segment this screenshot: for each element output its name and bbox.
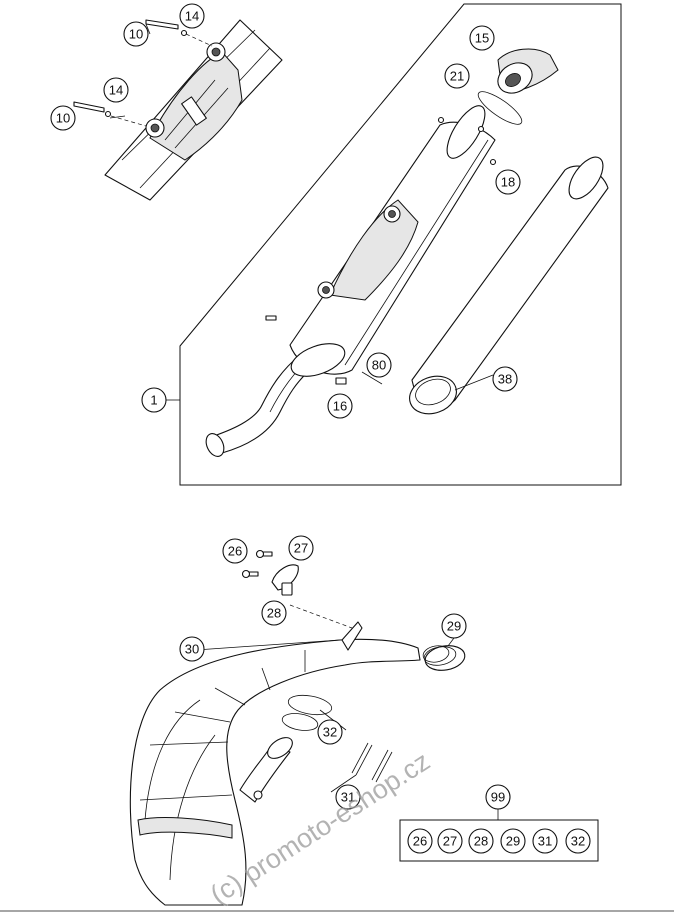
callout-14-left: 14 bbox=[103, 77, 129, 103]
svg-text:21: 21 bbox=[450, 69, 464, 84]
kit-box bbox=[399, 819, 599, 862]
kit-item-26: 26 bbox=[407, 828, 433, 854]
callout-80: 80 bbox=[366, 352, 392, 378]
svg-text:18: 18 bbox=[501, 175, 515, 190]
svg-text:27: 27 bbox=[443, 834, 457, 849]
svg-text:14: 14 bbox=[185, 9, 199, 24]
svg-text:30: 30 bbox=[185, 642, 199, 657]
callout-31: 31 bbox=[335, 784, 361, 810]
silencer-assembly bbox=[205, 105, 497, 457]
svg-text:29: 29 bbox=[506, 834, 520, 849]
svg-text:10: 10 bbox=[129, 27, 143, 42]
callout-15: 15 bbox=[469, 25, 495, 51]
svg-text:15: 15 bbox=[475, 31, 489, 46]
svg-text:26: 26 bbox=[413, 834, 427, 849]
kit-item-32: 32 bbox=[565, 828, 591, 854]
svg-text:26: 26 bbox=[228, 544, 242, 559]
svg-text:28: 28 bbox=[267, 606, 281, 621]
callout-10-top: 10 bbox=[123, 21, 149, 47]
assembly-frame bbox=[179, 3, 622, 486]
svg-text:31: 31 bbox=[538, 834, 552, 849]
callout-27: 27 bbox=[288, 535, 314, 561]
callout-21: 21 bbox=[444, 63, 470, 89]
packing-tube bbox=[409, 156, 609, 415]
callout-26: 26 bbox=[222, 538, 248, 564]
callout-30: 30 bbox=[179, 636, 205, 662]
kit-item-29: 29 bbox=[500, 828, 526, 854]
callout-1: 1 bbox=[141, 387, 167, 413]
callout-99: 99 bbox=[485, 784, 511, 810]
svg-text:31: 31 bbox=[341, 790, 355, 805]
callout-28: 28 bbox=[261, 600, 287, 626]
o-ring bbox=[477, 91, 523, 125]
callout-14-top: 14 bbox=[179, 3, 205, 29]
svg-text:14: 14 bbox=[109, 83, 123, 98]
kit-item-27: 27 bbox=[437, 828, 463, 854]
bracket-parts bbox=[241, 549, 299, 596]
svg-text:29: 29 bbox=[447, 619, 461, 634]
svg-text:99: 99 bbox=[491, 790, 505, 805]
callout-38: 38 bbox=[492, 366, 518, 392]
springs bbox=[351, 742, 393, 783]
callout-32: 32 bbox=[317, 719, 343, 745]
svg-text:32: 32 bbox=[571, 834, 585, 849]
svg-text:10: 10 bbox=[56, 111, 70, 126]
kit-item-31: 31 bbox=[532, 828, 558, 854]
svg-text:1: 1 bbox=[150, 393, 157, 408]
svg-text:38: 38 bbox=[498, 372, 512, 387]
svg-text:28: 28 bbox=[474, 834, 488, 849]
end-cap bbox=[497, 48, 559, 94]
callout-29: 29 bbox=[441, 613, 467, 639]
exhaust-pipe bbox=[129, 604, 421, 906]
callout-16: 16 bbox=[327, 393, 353, 419]
gasket-ring bbox=[287, 694, 333, 716]
mount-detail-inset bbox=[73, 19, 283, 201]
svg-text:32: 32 bbox=[323, 725, 337, 740]
svg-text:16: 16 bbox=[333, 399, 347, 414]
kit-item-28: 28 bbox=[468, 828, 494, 854]
callout-10-left: 10 bbox=[50, 105, 76, 131]
svg-text:27: 27 bbox=[294, 541, 308, 556]
rubber-sleeve bbox=[422, 645, 466, 671]
callout-18: 18 bbox=[495, 169, 521, 195]
svg-text:80: 80 bbox=[372, 358, 386, 373]
